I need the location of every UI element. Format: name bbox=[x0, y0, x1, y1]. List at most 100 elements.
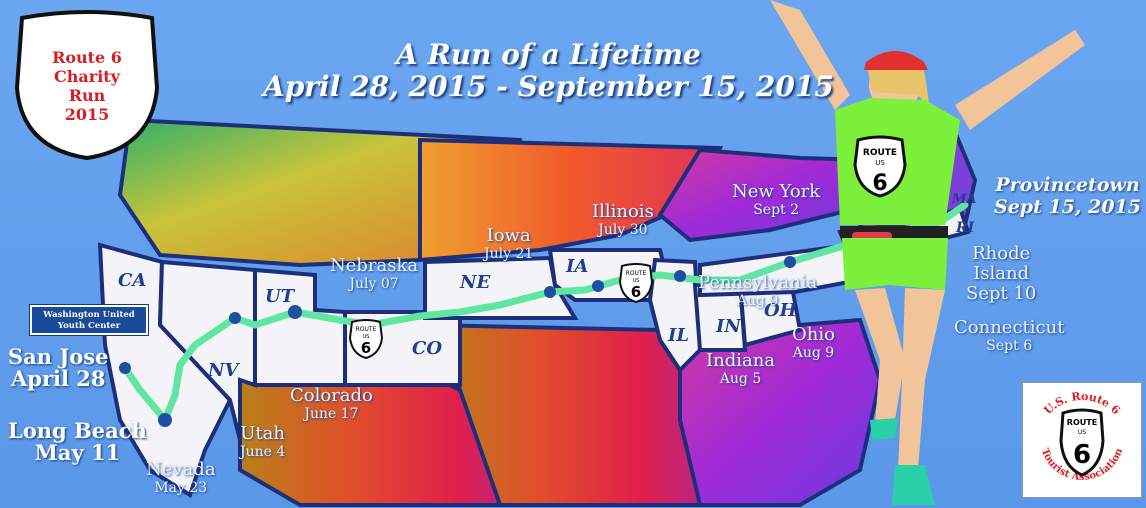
indiana-date: Aug 5 bbox=[719, 371, 762, 387]
svg-text:ROUTE: ROUTE bbox=[1067, 418, 1097, 427]
illinois-date: July 30 bbox=[598, 222, 648, 238]
colorado-date: June 17 bbox=[304, 406, 359, 422]
stop-iowa bbox=[592, 280, 604, 292]
provincetown-date: Sept 15, 2015 bbox=[994, 196, 1142, 218]
colorado-name: Colorado bbox=[290, 385, 373, 406]
label-iowa: Iowa July 21 bbox=[484, 226, 533, 264]
state-il bbox=[647, 257, 703, 374]
logo-shield bbox=[1059, 408, 1105, 477]
route-stops bbox=[119, 256, 796, 427]
svg-text:ROUTE: ROUTE bbox=[626, 270, 647, 277]
illinois-name: Illinois bbox=[592, 201, 654, 222]
nevada-date: May 23 bbox=[154, 480, 208, 496]
iowa-name: Iowa bbox=[486, 225, 531, 246]
badge-line-3: Run bbox=[68, 86, 106, 105]
abbr-ca: CA bbox=[118, 270, 147, 291]
svg-text:US: US bbox=[363, 334, 370, 340]
start-sign-line-2: Youth Center bbox=[57, 321, 121, 331]
label-utah: Utah June 4 bbox=[240, 424, 285, 462]
indiana-name: Indiana bbox=[706, 350, 776, 371]
runner-left-shoe bbox=[870, 418, 898, 440]
long-beach-name: Long Beach bbox=[8, 418, 147, 443]
start-sign: Washington United Youth Center bbox=[30, 305, 148, 335]
svg-text:US: US bbox=[1078, 429, 1086, 436]
shield-route-text: ROUTE bbox=[356, 326, 377, 333]
nebraska-date: July 07 bbox=[349, 276, 399, 292]
runner-left-leg bbox=[855, 288, 905, 425]
connecticut-date: Sept 6 bbox=[986, 338, 1033, 354]
runner-right-shoe bbox=[892, 465, 935, 505]
abbr-ut: UT bbox=[265, 286, 295, 307]
new-york-date: Sept 2 bbox=[753, 202, 800, 218]
stop-san-jose bbox=[119, 362, 131, 374]
rhode-island-date: Sept 10 bbox=[966, 283, 1037, 304]
badge-line-1: Route 6 bbox=[52, 48, 122, 67]
abbr-ri: RI bbox=[956, 220, 975, 236]
label-long-beach: Long Beach May 11 bbox=[8, 420, 147, 464]
label-rhode-island: Rhode Island Sept 10 bbox=[966, 244, 1036, 304]
southeast-states bbox=[678, 317, 883, 507]
headline-title: A Run of a Lifetime bbox=[396, 38, 701, 71]
badge-line-4: 2015 bbox=[64, 105, 110, 124]
abbr-ma: MA bbox=[952, 192, 977, 207]
connecticut-name: Connecticut bbox=[954, 317, 1065, 338]
svg-text:6: 6 bbox=[361, 339, 371, 357]
tourist-association-logo: U.S. Route 6 Tourist Association ROUTE U… bbox=[1022, 382, 1142, 498]
rhode-island-line-1: Rhode bbox=[972, 243, 1031, 264]
label-provincetown: Provincetown Sept 15, 2015 bbox=[994, 174, 1141, 218]
runner-right-leg bbox=[898, 288, 945, 470]
svg-text:6: 6 bbox=[631, 283, 641, 301]
label-san-jose: San Jose April 28 bbox=[8, 346, 108, 390]
route-states bbox=[97, 205, 971, 499]
great-lakes-region bbox=[657, 147, 872, 243]
ohio-name: Ohio bbox=[792, 324, 835, 345]
utah-name: Utah bbox=[240, 423, 286, 444]
iowa-date: July 21 bbox=[484, 246, 534, 262]
north-central-states bbox=[418, 137, 723, 263]
nebraska-name: Nebraska bbox=[330, 255, 419, 276]
label-indiana: Indiana Aug 5 bbox=[706, 352, 775, 388]
svg-text:US: US bbox=[875, 159, 885, 167]
label-nebraska: Nebraska July 07 bbox=[330, 256, 418, 294]
route-shield-co: ROUTE US 6 bbox=[348, 319, 384, 360]
abbr-ia: IA bbox=[566, 256, 589, 277]
label-connecticut: Connecticut Sept 6 bbox=[954, 318, 1064, 356]
stop-illinois bbox=[674, 270, 686, 282]
utah-date: June 4 bbox=[240, 444, 286, 460]
runner-right-arm bbox=[955, 30, 1085, 130]
stop-pennsylvania bbox=[784, 256, 796, 268]
runner-cap bbox=[864, 51, 928, 70]
san-jose-date: April 28 bbox=[10, 366, 106, 391]
svg-text:ROUTE: ROUTE bbox=[863, 148, 897, 158]
stop-long-beach bbox=[158, 413, 172, 427]
association-logo-art: U.S. Route 6 Tourist Association ROUTE U… bbox=[1039, 390, 1126, 483]
abbr-co: CO bbox=[412, 338, 443, 359]
start-sign-line-1: Washington United bbox=[43, 310, 135, 320]
stop-utah bbox=[288, 305, 302, 319]
badge-shield-shape bbox=[14, 10, 160, 160]
label-pennsylvania: Pennsylvania Aug 9 bbox=[698, 274, 817, 310]
route-6-path bbox=[121, 201, 969, 424]
svg-text:US: US bbox=[633, 278, 640, 284]
abbr-oh: OH bbox=[764, 300, 797, 321]
runner-left-arm bbox=[770, 0, 850, 110]
stop-nebraska bbox=[544, 286, 556, 298]
provincetown-name: Provincetown bbox=[995, 174, 1140, 196]
route-shield-il: ROUTE US 6 bbox=[618, 263, 654, 304]
abbr-in: IN bbox=[716, 316, 741, 337]
charity-run-shield-badge: Route 6 Charity Run 2015 bbox=[12, 8, 162, 160]
runner-shorts bbox=[842, 238, 948, 290]
abbr-il: IL bbox=[668, 325, 690, 346]
ohio-date: Aug 9 bbox=[792, 345, 835, 361]
headline-dates: April 28, 2015 - September 15, 2015 bbox=[263, 70, 834, 103]
stop-nevada bbox=[229, 312, 241, 324]
label-illinois: Illinois July 30 bbox=[592, 202, 654, 240]
runner-figure: ROUTE US 6 bbox=[770, 0, 1085, 505]
svg-text:6: 6 bbox=[1073, 440, 1091, 470]
badge-line-2: Charity bbox=[54, 67, 120, 86]
san-jose-name: San Jose bbox=[8, 344, 109, 369]
label-ohio: Ohio Aug 9 bbox=[792, 326, 835, 362]
label-nevada: Nevada May 23 bbox=[146, 460, 216, 498]
